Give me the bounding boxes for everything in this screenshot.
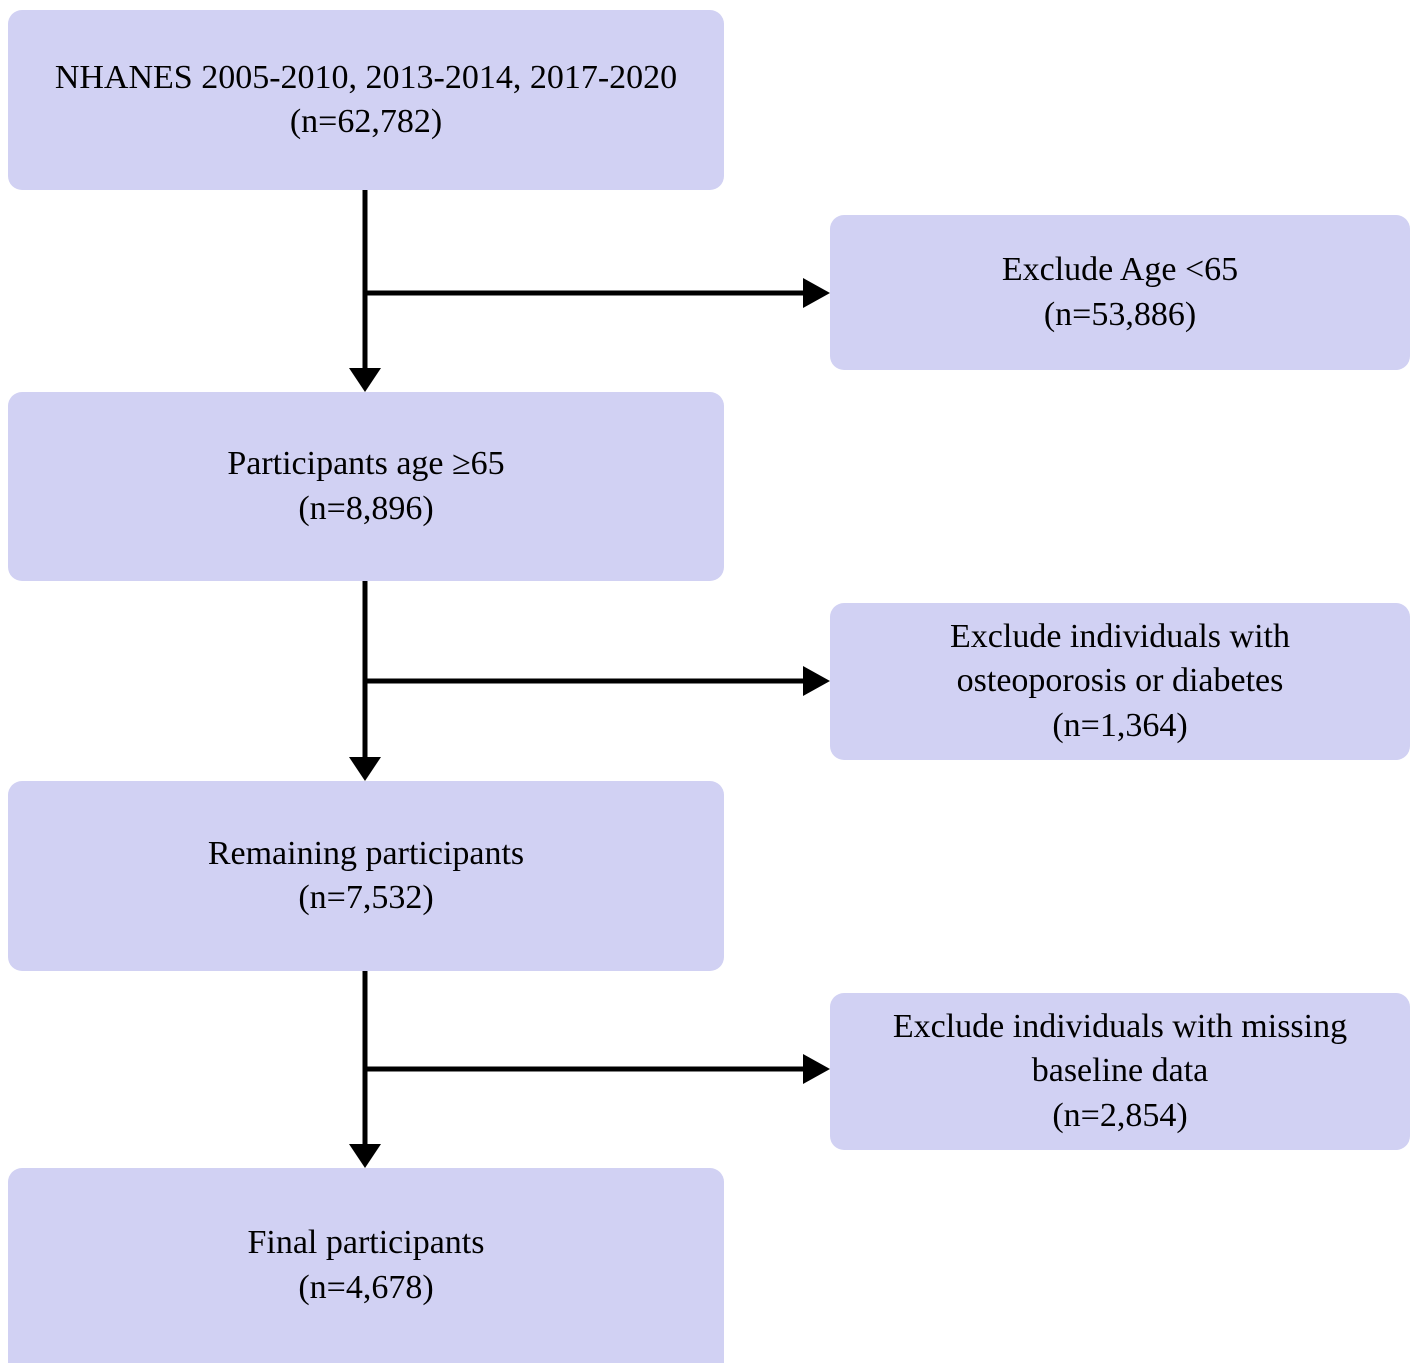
node-final-title: Final participants (247, 1224, 485, 1262)
node-participants-age-65: Participants age ≥65 (n=8,896) (8, 392, 724, 581)
node-exclusion-age: Exclude Age <65 (n=53,886) (830, 215, 1410, 370)
arrow-head-right-1 (803, 278, 830, 308)
exclusion-disease-reason-line2: osteoporosis or diabetes (956, 662, 1284, 700)
node-remaining-count: (n=7,532) (298, 879, 434, 916)
connector-source-to-exclude-age (365, 278, 830, 308)
exclusion-age-reason: Exclude Age <65 (1001, 251, 1239, 289)
node-final-participants: Final participants (n=4,678) (8, 1168, 724, 1363)
exclusion-missing-count: (n=2,854) (1052, 1096, 1188, 1134)
node-age65-count: (n=8,896) (298, 489, 434, 527)
node-exclusion-missing-data: Exclude individuals with missing baselin… (830, 993, 1410, 1150)
exclusion-missing-reason-line1: Exclude individuals with missing (892, 1008, 1348, 1046)
exclusion-missing-reason-line2: baseline data (1031, 1052, 1209, 1090)
connector-source-to-age65 (349, 190, 381, 392)
node-source-title: NHANES 2005-2010, 2013-2014, 2017-2020 (54, 58, 678, 96)
connector-age65-to-remaining (349, 581, 381, 781)
node-source-population: NHANES 2005-2010, 2013-2014, 2017-2020 (… (8, 10, 724, 190)
arrow-head-right-3 (803, 1054, 830, 1084)
arrow-head-down-2 (349, 757, 381, 781)
node-final-count: (n=4,678) (298, 1268, 434, 1306)
node-remaining-participants: Remaining participants (n=7,532) (8, 781, 724, 971)
connector-remaining-to-exclude-missing (365, 1054, 830, 1084)
arrow-head-right-2 (803, 666, 830, 696)
exclusion-age-count: (n=53,886) (1043, 295, 1197, 333)
connector-remaining-to-final (349, 971, 381, 1168)
node-exclusion-disease: Exclude individuals with osteoporosis or… (830, 603, 1410, 760)
node-age65-title: Participants age ≥65 (227, 445, 505, 483)
connector-age65-to-exclude-disease (365, 666, 830, 696)
node-source-count: (n=62,782) (289, 103, 443, 140)
exclusion-disease-count: (n=1,364) (1052, 706, 1188, 744)
exclusion-disease-reason-line1: Exclude individuals with (950, 618, 1290, 656)
arrow-head-down-3 (349, 1144, 381, 1168)
arrow-head-down-1 (349, 368, 381, 392)
node-remaining-title: Remaining participants (207, 834, 525, 872)
